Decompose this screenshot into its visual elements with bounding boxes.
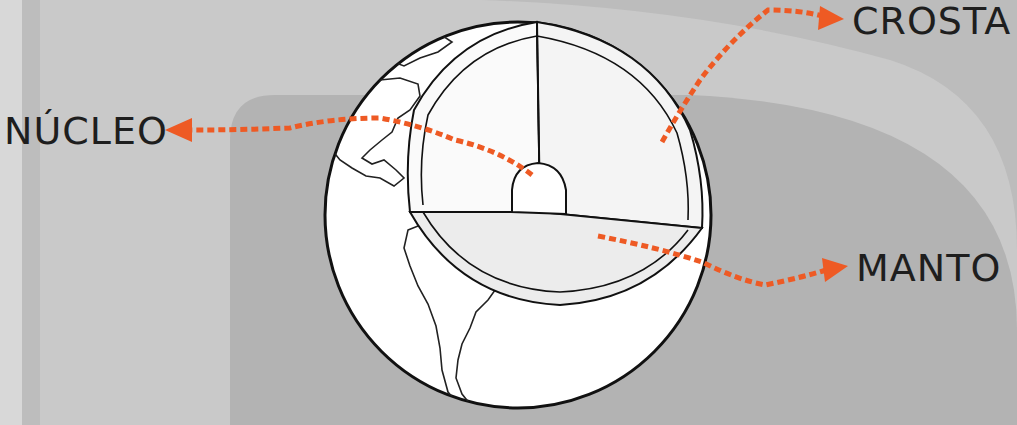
arrowhead [822, 258, 848, 282]
leader-line [662, 10, 822, 142]
crust-line [423, 212, 688, 292]
layer-label: NÚCLEO [4, 112, 168, 150]
leader-line [598, 236, 826, 285]
layer-label: CROSTA [852, 2, 1011, 40]
core [512, 163, 566, 214]
cutaway [408, 22, 703, 305]
greenland [388, 34, 452, 66]
north-america [326, 78, 420, 186]
label-holder: NÚCLEO [4, 112, 168, 150]
antarctica [600, 398, 640, 408]
globe [325, 22, 711, 408]
cut-face-bottom [410, 212, 702, 305]
label-holder: CROSTA [852, 2, 1011, 40]
arrowhead [818, 6, 844, 30]
leader-lines [190, 10, 826, 285]
layer-label: MANTO [856, 249, 1001, 287]
leader-line [190, 118, 532, 175]
background-strip [0, 0, 22, 425]
label-holder: MANTO [856, 249, 1001, 287]
background-strip [22, 0, 40, 425]
arrowhead [165, 118, 192, 142]
arrowheads [165, 6, 848, 282]
